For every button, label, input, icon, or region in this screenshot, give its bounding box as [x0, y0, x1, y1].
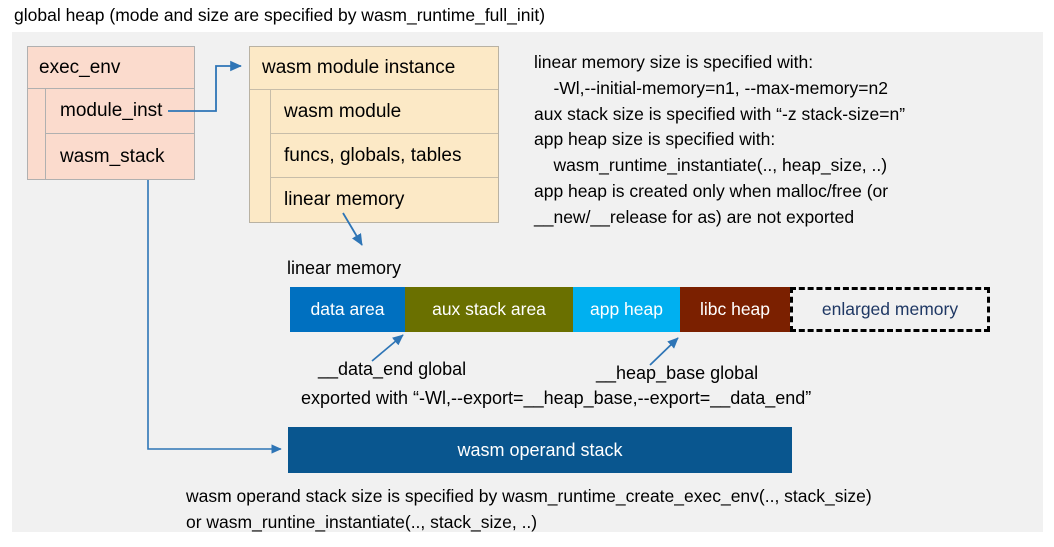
module-inst-label: module_inst: [60, 100, 163, 121]
wasm-module-label: wasm module: [284, 100, 402, 122]
exec-env-box: [27, 46, 195, 180]
exec-env-field-wasm-stack: wasm_stack: [46, 134, 194, 179]
memory-segment-aux-stack-area: aux stack area: [405, 287, 573, 332]
wasm-stack-label: wasm_stack: [60, 145, 165, 167]
wasm-module-instance-gutter: [250, 90, 271, 222]
wasm-module-instance-title-label: wasm module instance: [262, 57, 456, 78]
memory-segment-libc-heap: libc heap: [680, 287, 790, 332]
wasm-operand-stack-label: wasm operand stack: [457, 439, 623, 460]
exec-env-field-module-inst: module_inst: [46, 89, 194, 134]
module-instance-row-funcs-globals-tables: funcs, globals, tables: [271, 134, 498, 178]
annotation-heap-base: __heap_base global: [596, 363, 759, 383]
wasm-module-instance-box: [249, 46, 499, 223]
operand-stack-note: wasm operand stack size is specified by …: [186, 486, 872, 532]
linear-memory-bar: data area aux stack area app heap libc h…: [290, 287, 990, 332]
linear-memory-caption: linear memory: [287, 258, 402, 278]
memory-segment-libc-heap-label: libc heap: [699, 299, 771, 319]
module-instance-row-wasm-module: wasm module: [271, 90, 498, 134]
funcs-globals-tables-label: funcs, globals, tables: [284, 144, 462, 166]
memory-segment-data-area-label: data area: [310, 299, 385, 319]
memory-segment-enlarged-memory: enlarged memory: [790, 287, 990, 332]
exec-env-gutter: [28, 89, 46, 179]
exec-env-title-label: exec_env: [39, 56, 121, 78]
memory-segment-enlarged-memory-label: enlarged memory: [821, 299, 959, 319]
annotation-data-end: __data_end global: [318, 359, 467, 379]
memory-segment-data-area: data area: [290, 287, 405, 332]
page-title: global heap (mode and size are specified…: [14, 5, 546, 25]
linear-memory-info-text: linear memory size is specified with: -W…: [534, 52, 906, 227]
module-instance-row-linear-memory: linear memory: [271, 178, 498, 222]
annotation-exported-with: exported with “-Wl,--export=__heap_base,…: [301, 388, 812, 408]
exec-env-title-cell: exec_env: [28, 47, 194, 89]
wasm-operand-stack-box: wasm operand stack: [288, 427, 792, 473]
memory-segment-app-heap-label: app heap: [590, 299, 663, 319]
memory-segment-aux-stack-area-label: aux stack area: [432, 299, 546, 319]
wasm-module-instance-title-cell: wasm module instance: [250, 47, 498, 90]
memory-segment-app-heap: app heap: [573, 287, 680, 332]
linear-memory-row-label: linear memory: [284, 189, 405, 210]
